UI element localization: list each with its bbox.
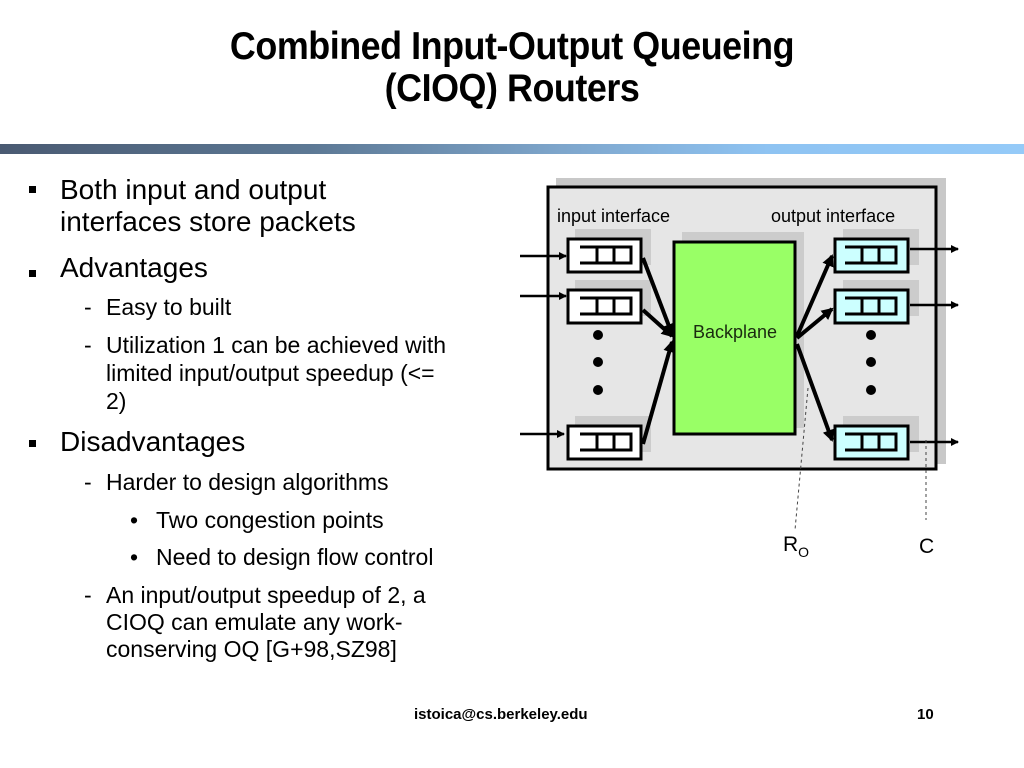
output-queue-n xyxy=(833,416,919,461)
fabric-arrow xyxy=(641,340,676,445)
c-label: C xyxy=(919,535,934,558)
ro-label-sub: O xyxy=(798,544,809,560)
page-number: 10 xyxy=(917,706,934,723)
input-queue-2 xyxy=(566,280,651,325)
bullet-item: Both input and output xyxy=(60,174,327,205)
title-divider xyxy=(0,144,1024,154)
ellipsis-dot xyxy=(866,330,876,340)
fabric-arrow xyxy=(641,308,674,338)
dash-marker: - xyxy=(84,582,92,608)
dot-marker: • xyxy=(130,544,139,570)
bullet-item: Advantages xyxy=(60,252,208,283)
sub-bullet-item-cont: conserving OQ [G+98,SZ98] xyxy=(106,636,397,662)
fabric-arrow xyxy=(795,343,835,442)
dot-marker: • xyxy=(130,507,139,533)
sub-bullet-item: Utilization 1 can be achieved with xyxy=(106,332,447,358)
sub-bullet-item: An input/output speedup of 2, a xyxy=(106,582,426,608)
output-queue-2 xyxy=(833,280,919,325)
footer-email: istoica@cs.berkeley.edu xyxy=(414,706,588,723)
slide-title: Combined Input-Output Queueing (CIOQ) Ro… xyxy=(0,26,1024,110)
sub-bullet-item: Harder to design algorithms xyxy=(106,469,389,495)
ellipsis-dot xyxy=(593,330,603,340)
dash-marker: - xyxy=(84,332,92,358)
sub-sub-bullet-item: Two congestion points xyxy=(156,507,384,533)
input-queue-1 xyxy=(566,229,651,274)
sub-sub-bullet-item: Need to design flow control xyxy=(156,544,434,570)
ro-label: RO xyxy=(783,533,809,560)
sub-bullet-item-cont: CIOQ can emulate any work- xyxy=(106,609,403,635)
ro-label-main: R xyxy=(783,533,798,556)
backplane xyxy=(672,240,797,436)
square-bullet-icon xyxy=(29,186,36,193)
sub-bullet-item-cont: limited input/output speedup (<= xyxy=(106,360,435,386)
title-line-1: Combined Input-Output Queueing xyxy=(229,25,795,68)
title-line-2: (CIOQ) Routers xyxy=(384,67,640,110)
fabric-arrow xyxy=(641,257,675,336)
output-queue-1 xyxy=(833,229,919,274)
ellipsis-dot xyxy=(593,357,603,367)
sub-bullet-item: Easy to built xyxy=(106,294,232,320)
sub-bullet-item-cont: 2) xyxy=(106,388,127,414)
backplane-label: Backplane xyxy=(693,322,777,342)
bullet-item-cont: interfaces store packets xyxy=(60,206,356,237)
square-bullet-icon xyxy=(29,440,36,447)
dash-marker: - xyxy=(84,294,92,320)
ellipsis-dot xyxy=(866,357,876,367)
output-interface-label: output interface xyxy=(771,206,895,226)
input-interface-label: input interface xyxy=(557,206,670,226)
square-bullet-icon xyxy=(29,270,36,277)
fabric-arrow xyxy=(795,254,834,337)
ellipsis-dot xyxy=(866,385,876,395)
bullet-item: Disadvantages xyxy=(60,426,246,457)
ellipsis-dot xyxy=(593,385,603,395)
dash-marker: - xyxy=(84,469,92,495)
fabric-arrow xyxy=(795,307,834,340)
input-queue-n xyxy=(566,416,651,461)
